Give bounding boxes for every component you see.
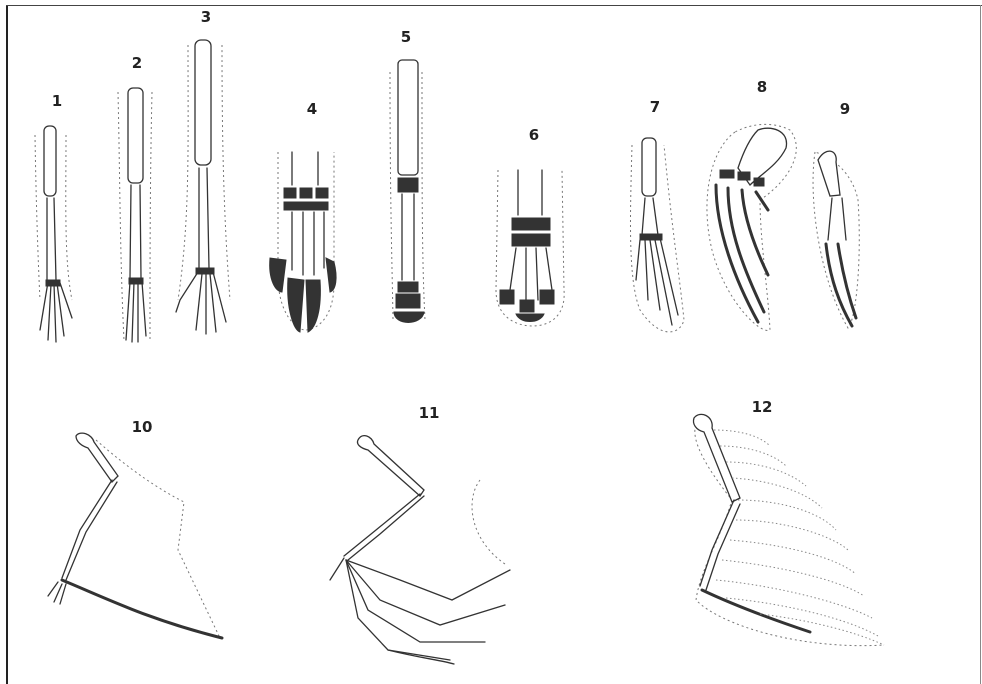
label-6: 6 (529, 126, 539, 144)
limb-9-flipper (813, 151, 859, 328)
label-2: 2 (132, 54, 142, 72)
label-8: 8 (757, 78, 767, 96)
label-5: 5 (401, 28, 411, 46)
limb-8-flipper (707, 124, 796, 330)
label-10: 10 (132, 418, 153, 436)
label-11: 11 (419, 404, 440, 422)
limb-10-wing (48, 433, 222, 638)
label-1: 1 (52, 92, 62, 110)
limb-3-arm (176, 40, 230, 334)
limb-1-arm (35, 126, 72, 342)
label-4: 4 (307, 100, 317, 118)
limb-5-leg (390, 60, 425, 323)
limb-7-arm (630, 138, 684, 332)
limb-6-foot (496, 170, 564, 326)
limb-2-arm (118, 88, 152, 342)
label-12: 12 (752, 398, 773, 416)
limb-11-wing (330, 436, 510, 664)
limb-12-wing (693, 414, 884, 645)
label-7: 7 (650, 98, 660, 116)
label-9: 9 (840, 100, 850, 118)
limb-4-foot (270, 152, 336, 332)
label-3: 3 (201, 8, 211, 26)
